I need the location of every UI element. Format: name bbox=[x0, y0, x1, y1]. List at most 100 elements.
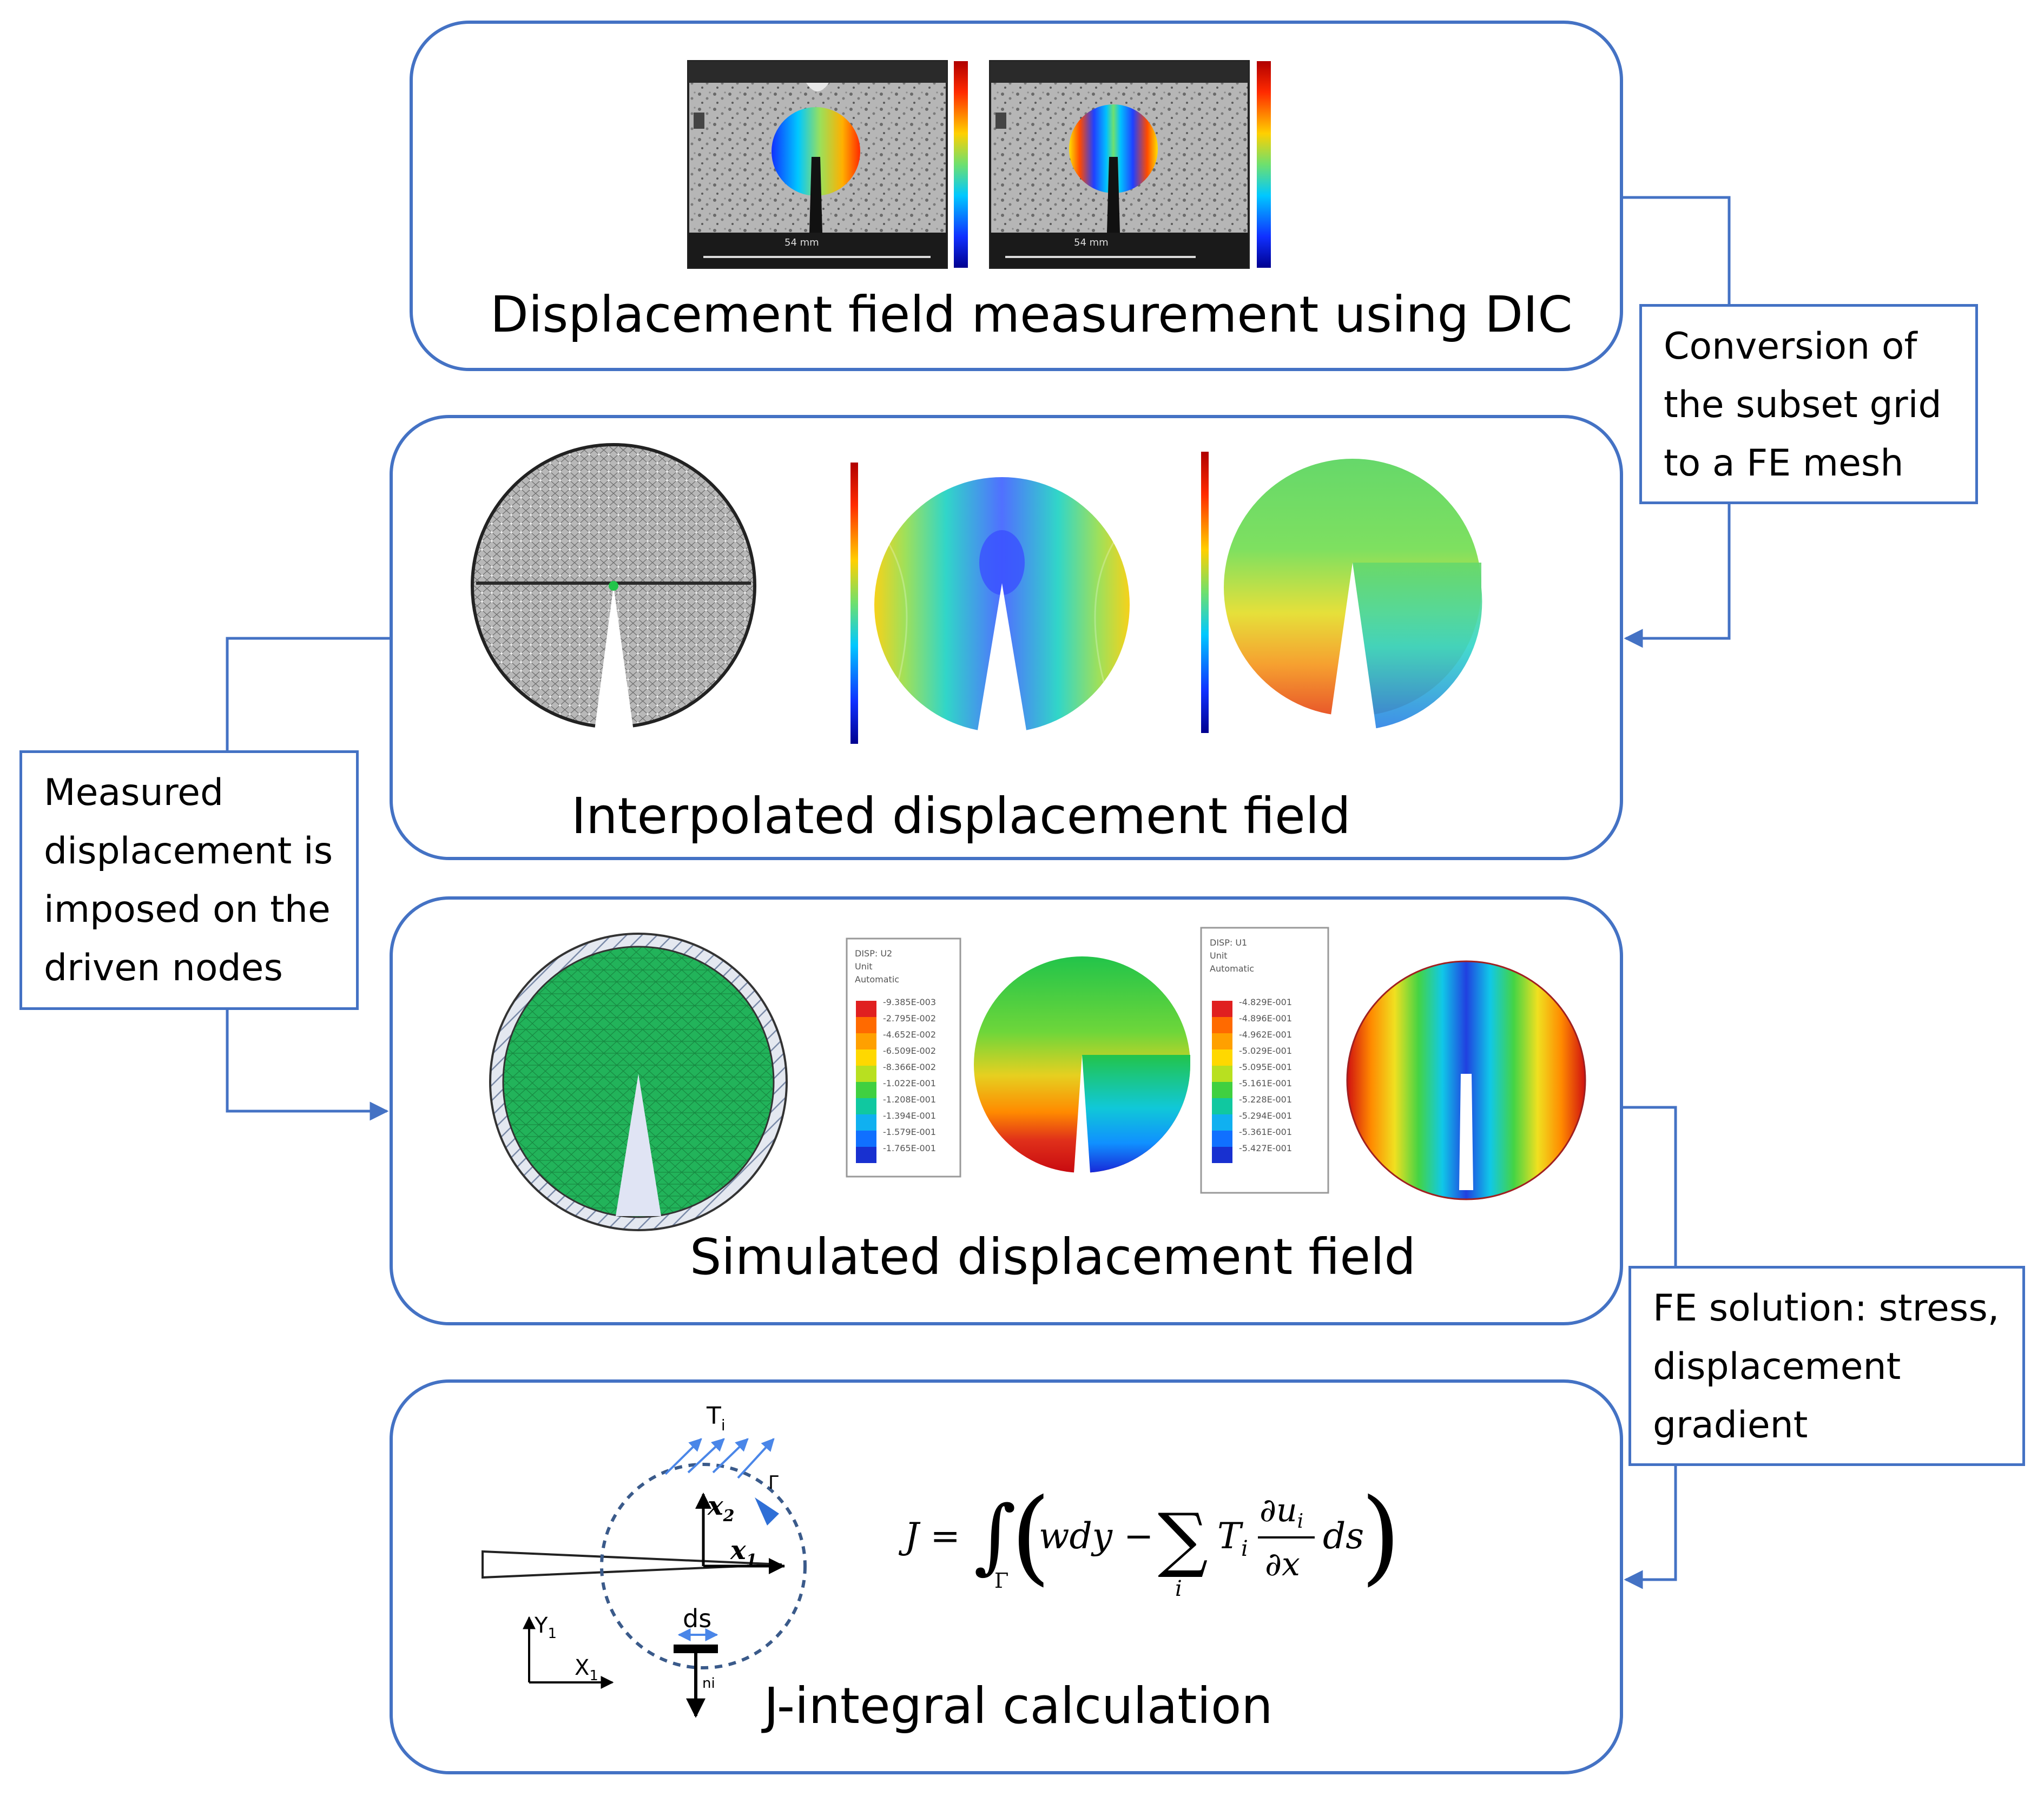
legend-u1-value: -4.829E-001 bbox=[1239, 997, 1292, 1007]
legend-u2-title-2: Automatic bbox=[855, 974, 899, 985]
eq-ds: ds bbox=[1323, 1515, 1364, 1557]
label-Ti: Ti bbox=[706, 1402, 726, 1434]
interp-colorbar-2 bbox=[1201, 452, 1209, 733]
legend-u2-swatch bbox=[856, 1131, 876, 1147]
legend-u2-value: -1.208E-001 bbox=[883, 1094, 936, 1105]
legend-u2-value: -2.795E-002 bbox=[883, 1013, 936, 1024]
interp-field-u1 bbox=[874, 477, 1130, 747]
legend-u1-swatch bbox=[1212, 1131, 1232, 1147]
legend-u1-swatch bbox=[1212, 1082, 1232, 1098]
legend-u1-title-2: Automatic bbox=[1210, 963, 1254, 974]
legend-u2-swatch bbox=[856, 1147, 876, 1163]
j-sketch: Ti Γ x2 x1 ds ni Y1 X1 bbox=[482, 1402, 807, 1718]
label-x1: x1 bbox=[730, 1535, 757, 1570]
legend-u1-value: -4.896E-001 bbox=[1239, 1013, 1292, 1024]
legend-u1-swatch bbox=[1212, 1147, 1232, 1163]
legend-u2-value: -4.652E-002 bbox=[883, 1029, 936, 1040]
note-measured-line-0: Measured bbox=[44, 771, 224, 814]
sim-mesh-disk bbox=[489, 933, 788, 1231]
legend-u2-title-0: DISP: U2 bbox=[855, 948, 892, 959]
dic-colorbar-right bbox=[1257, 61, 1271, 268]
legend-u2-value: -1.765E-001 bbox=[883, 1143, 936, 1153]
legend-u2-title-1: Unit bbox=[855, 961, 873, 972]
eq-lhs: J = bbox=[898, 1515, 960, 1557]
eq-T: Ti bbox=[1217, 1515, 1248, 1561]
legend-u2-swatch bbox=[856, 1066, 876, 1082]
legend-u2-value: -1.394E-001 bbox=[883, 1111, 936, 1121]
legend-u2-swatch bbox=[856, 1001, 876, 1017]
caption-dic: Displacement field measurement using DIC bbox=[490, 286, 1573, 344]
note-measured-line-1: displacement is bbox=[44, 830, 333, 873]
sim-field-u2 bbox=[974, 956, 1190, 1173]
legend-u1-value: -5.294E-001 bbox=[1239, 1111, 1292, 1121]
interp-field-u2 bbox=[1224, 459, 1482, 731]
eq-dx: ∂x bbox=[1265, 1546, 1300, 1583]
eq-sum: ∑ bbox=[1158, 1498, 1208, 1580]
eq-term1: wdy − bbox=[1039, 1515, 1153, 1557]
label-ni: ni bbox=[702, 1675, 715, 1692]
legend-u1-value: -5.228E-001 bbox=[1239, 1094, 1292, 1105]
legend-u1-value: -5.161E-001 bbox=[1239, 1078, 1292, 1088]
dic-scale-label-right: 54 mm bbox=[1074, 237, 1109, 248]
connectors bbox=[226, 196, 1731, 1589]
note-measured-line-3: driven nodes bbox=[44, 947, 283, 989]
legend-u1-value: -5.361E-001 bbox=[1239, 1127, 1292, 1137]
legend-u2-value: -1.022E-001 bbox=[883, 1078, 936, 1088]
note-measured: Measured displacement is imposed on the … bbox=[19, 750, 359, 1010]
legend-u1-value: -5.427E-001 bbox=[1239, 1143, 1292, 1153]
eq-integral-sub: Γ bbox=[994, 1569, 1008, 1593]
note-fe-solution: FE solution: stress, displacement gradie… bbox=[1628, 1266, 2025, 1466]
eq-integral-sign: ∫ bbox=[974, 1489, 1016, 1583]
label-ds: ds bbox=[683, 1604, 711, 1633]
interp-colorbar-1 bbox=[850, 463, 858, 744]
legend-u1-swatch bbox=[1212, 1049, 1232, 1066]
legend-u2-value: -9.385E-003 bbox=[883, 997, 936, 1007]
legend-u2-swatch bbox=[856, 1049, 876, 1066]
legend-u2-swatch bbox=[856, 1082, 876, 1098]
label-Y1: Y1 bbox=[534, 1613, 557, 1642]
legend-u1-value: -4.962E-001 bbox=[1239, 1029, 1292, 1040]
eq-paren-right: ) bbox=[1361, 1476, 1401, 1596]
caption-jintegral: J-integral calculation bbox=[764, 1677, 1273, 1735]
legend-u2-swatch bbox=[856, 1114, 876, 1131]
eq-sum-sub: i bbox=[1175, 1576, 1182, 1601]
sim-field-u1 bbox=[1346, 960, 1586, 1200]
legend-u2-value: -1.579E-001 bbox=[883, 1127, 936, 1137]
note-measured-line-2: imposed on the bbox=[44, 888, 331, 931]
note-fe-solution-line-1: displacement bbox=[1653, 1345, 1901, 1388]
legend-u2-swatch bbox=[856, 1098, 876, 1114]
note-fe-solution-line-2: gradient bbox=[1653, 1404, 1808, 1447]
eq-du: ∂ui bbox=[1260, 1491, 1303, 1533]
sim-legend-u1: DISP: U1 Unit Automatic -4.829E-001 -4.89… bbox=[1200, 927, 1329, 1194]
legend-u1-swatch bbox=[1212, 1066, 1232, 1082]
legend-u1-swatch bbox=[1212, 1098, 1232, 1114]
label-gamma: Γ bbox=[768, 1472, 779, 1494]
j-integral-equation: J = ∫ Γ ( wdy − ∑ i Ti ∂ui ∂x ds ) bbox=[898, 1476, 1401, 1601]
interp-mesh-disk bbox=[471, 443, 756, 747]
panel-jintegral bbox=[390, 1379, 1623, 1774]
note-conversion: Conversion of the subset grid to a FE me… bbox=[1639, 304, 1978, 504]
sim-legend-u2: DISP: U2 Unit Automatic -9.385E-003 -2.79… bbox=[846, 937, 961, 1178]
note-fe-solution-line-0: FE solution: stress, bbox=[1653, 1287, 2000, 1330]
eq-paren-left: ( bbox=[1011, 1476, 1051, 1596]
label-x2: x2 bbox=[707, 1491, 735, 1526]
legend-u1-title-0: DISP: U1 bbox=[1210, 937, 1247, 948]
label-X1: X1 bbox=[575, 1655, 598, 1684]
dic-colorbar-left bbox=[954, 61, 968, 268]
legend-u1-value: -5.029E-001 bbox=[1239, 1046, 1292, 1056]
dic-image-right bbox=[989, 60, 1250, 269]
dic-image-left bbox=[687, 60, 948, 269]
legend-u2-value: -8.366E-002 bbox=[883, 1062, 936, 1072]
legend-u2-swatch bbox=[856, 1033, 876, 1049]
legend-u2-value: -6.509E-002 bbox=[883, 1046, 936, 1056]
legend-u1-swatch bbox=[1212, 1114, 1232, 1131]
legend-u1-swatch bbox=[1212, 1033, 1232, 1049]
note-conversion-line-0: Conversion of bbox=[1664, 325, 1917, 368]
legend-u1-value: -5.095E-001 bbox=[1239, 1062, 1292, 1072]
dic-scale-label-left: 54 mm bbox=[784, 237, 819, 248]
caption-interpolated: Interpolated displacement field bbox=[571, 787, 1351, 845]
legend-u1-title-1: Unit bbox=[1210, 950, 1228, 961]
legend-u1-swatch bbox=[1212, 1017, 1232, 1033]
legend-u2-swatch bbox=[856, 1017, 876, 1033]
